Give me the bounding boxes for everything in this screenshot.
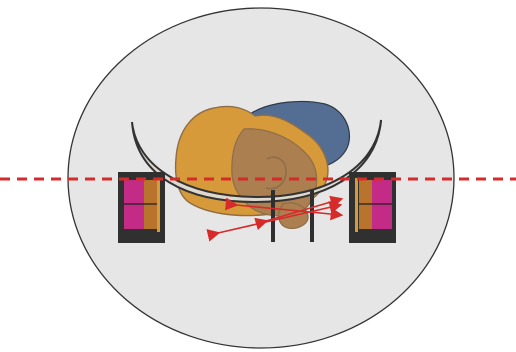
detector-inner-left [157, 178, 160, 232]
detector-inner-right [355, 178, 358, 232]
detector-block-left [118, 172, 165, 243]
support-post-left [271, 190, 275, 242]
support-post-right [310, 190, 314, 242]
detector-block-right [349, 172, 396, 243]
